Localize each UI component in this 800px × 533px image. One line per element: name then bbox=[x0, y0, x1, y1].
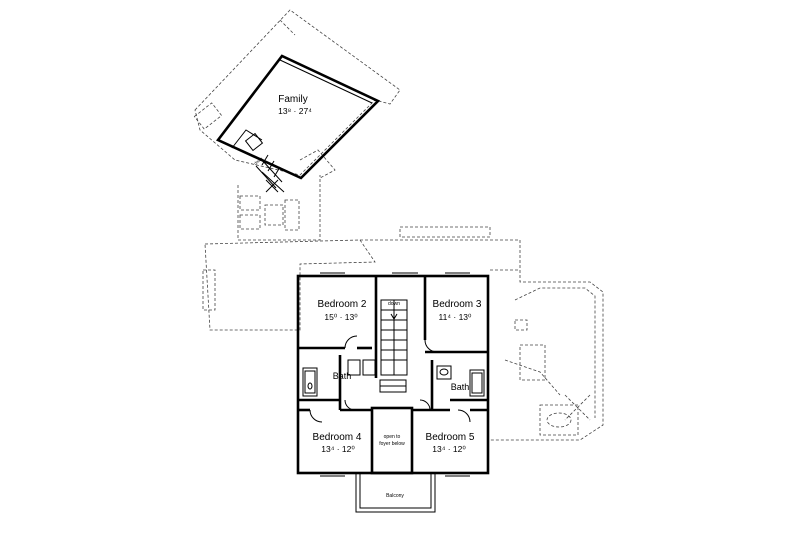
balcony bbox=[355, 473, 436, 513]
family-room bbox=[215, 54, 381, 193]
balcony-label: Balcony bbox=[386, 493, 404, 499]
main-floor bbox=[296, 272, 490, 477]
bedroom2-dim: 15⁰ · 13⁰ bbox=[324, 312, 358, 322]
family-label: Family bbox=[278, 94, 307, 105]
bath-right-label: Bath bbox=[451, 382, 470, 392]
bedroom3-label: Bedroom 3 bbox=[433, 299, 482, 310]
bedroom5-label: Bedroom 5 bbox=[426, 432, 475, 443]
first-floor-outline bbox=[193, 9, 604, 441]
bedroom4-dim: 13⁴ · 12⁰ bbox=[321, 444, 355, 454]
family-stair bbox=[255, 154, 285, 193]
main-stair bbox=[380, 299, 408, 376]
bedroom4-label: Bedroom 4 bbox=[313, 432, 362, 443]
bedroom2-label: Bedroom 2 bbox=[318, 299, 367, 310]
family-stair-down-label: down bbox=[253, 156, 264, 166]
bath-left-label: Bath bbox=[333, 371, 352, 381]
family-dim: 13⁸ · 27⁴ bbox=[278, 106, 312, 116]
open-to-foyer-line2: foyer below bbox=[379, 441, 405, 447]
bedroom5-dim: 13⁴ · 12⁰ bbox=[432, 444, 466, 454]
stair-down-label: down bbox=[388, 301, 400, 307]
bedroom3-dim: 11⁴ · 13⁰ bbox=[439, 312, 472, 322]
open-to-foyer-line1: open to bbox=[384, 434, 401, 440]
